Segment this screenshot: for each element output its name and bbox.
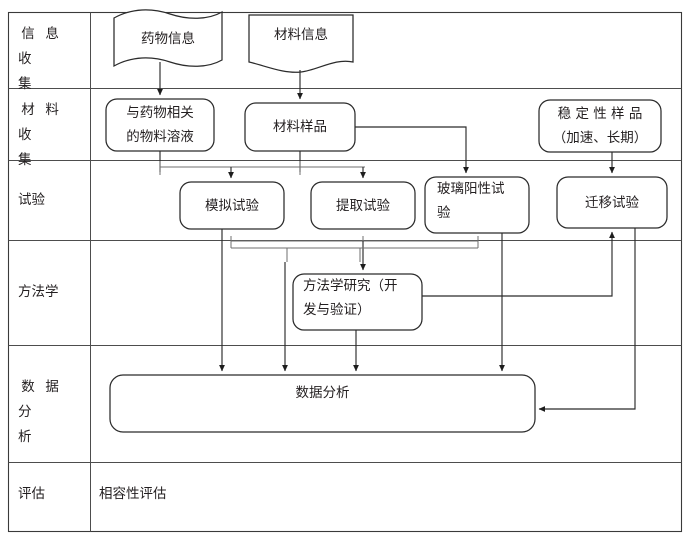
row-label-data-line1: 数 据 分 (18, 379, 63, 420)
edge-glass-to-methodology (286, 247, 478, 262)
node-drug-info[interactable] (113, 9, 223, 68)
bus-collect-to-test (159, 161, 365, 175)
row-label-eval: 评估 (18, 486, 45, 502)
node-material-sample[interactable] (244, 102, 356, 152)
node-stability-sample[interactable] (538, 99, 662, 153)
edge-material-sample-to-glass-test (355, 126, 470, 174)
node-extraction-test[interactable] (310, 181, 416, 230)
node-label-compat-eval: 相容性评估 (99, 486, 167, 502)
node-drug-solution[interactable] (105, 98, 215, 152)
row-label-test: 试验 (18, 192, 45, 208)
row-label-info-line1: 信 息 收 (18, 26, 63, 67)
edge-methodology-to-migration-test (422, 231, 615, 297)
node-migration-test[interactable] (556, 176, 668, 229)
node-data-analysis[interactable] (109, 374, 536, 433)
edge-migration-to-data-analysis (538, 228, 636, 413)
node-glass-positive-test[interactable] (424, 176, 530, 234)
row-label-method: 方法学 (18, 284, 59, 300)
bus-test-to-methodology (230, 236, 479, 248)
row-label-collect: 材 料 收 集 (18, 98, 82, 173)
node-simulation-test[interactable] (179, 181, 285, 230)
row-label-data-line2: 析 (18, 429, 32, 445)
row-label-collect-line1: 材 料 收 (18, 102, 63, 143)
node-material-info[interactable] (248, 14, 354, 73)
row-label-data: 数 据 分 析 (18, 375, 82, 450)
table-grid (7, 11, 683, 533)
row-label-info: 信 息 收 集 (18, 22, 82, 97)
row-label-collect-line2: 集 (18, 152, 32, 168)
node-methodology[interactable] (292, 273, 423, 331)
row-label-info-line2: 集 (18, 76, 32, 92)
edge-simulation-to-methodology (231, 247, 361, 262)
